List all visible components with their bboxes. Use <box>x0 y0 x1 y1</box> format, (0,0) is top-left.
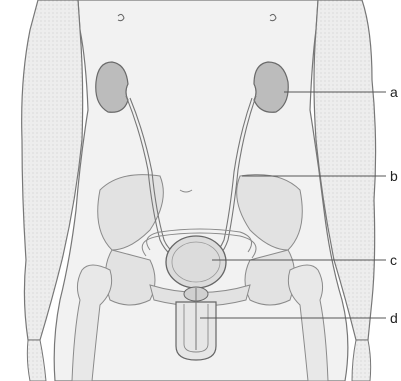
label-d: d <box>390 310 398 326</box>
bladder <box>166 236 226 288</box>
right-kidney <box>254 62 288 112</box>
label-c: c <box>390 252 397 268</box>
label-b: b <box>390 168 398 184</box>
left-kidney <box>96 62 128 112</box>
label-a: a <box>390 84 398 100</box>
